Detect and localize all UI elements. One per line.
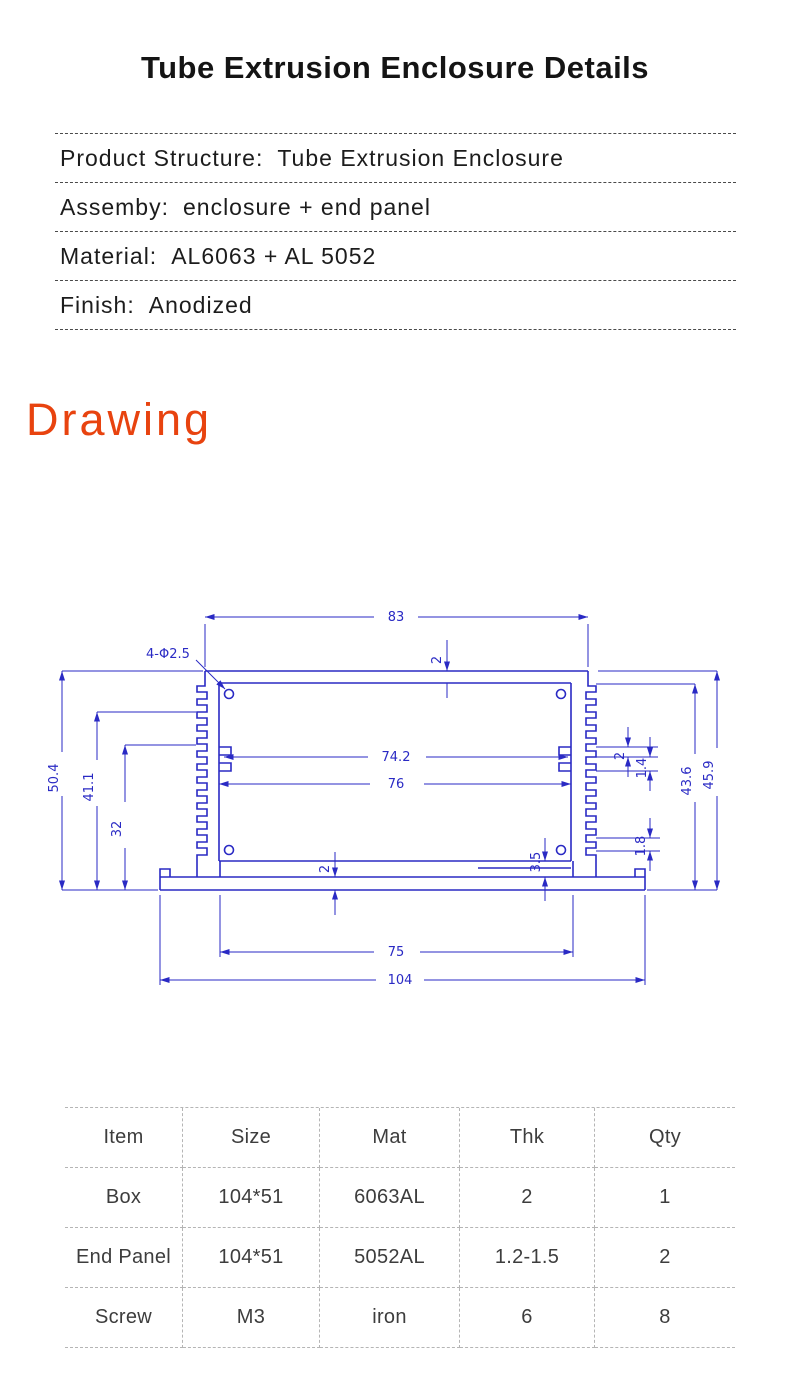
technical-drawing: 83 4-Φ2.5 2 50.4 41.1 32 74.2 76 2 1.4 4… [47, 610, 720, 988]
dim-label-inner-width-1: 74.2 [382, 750, 411, 765]
dimension-lines [59, 614, 720, 985]
section-heading-drawing: Drawing [26, 394, 213, 445]
dim-label-fin-pitch: 2 [613, 752, 628, 760]
table-cell: Box [65, 1168, 183, 1228]
table-cell: 104*51 [183, 1228, 320, 1288]
dim-label-base-thickness: 2 [318, 865, 333, 873]
dim-label-right-height-outer: 45.9 [702, 761, 717, 790]
table-cell: 104*51 [183, 1168, 320, 1228]
table-cell: 6 [460, 1288, 595, 1348]
enclosure-profile [159, 670, 646, 891]
spec-label: Finish: [60, 291, 135, 318]
table-cell: 1.2-1.5 [460, 1228, 595, 1288]
dimension-labels: 83 4-Φ2.5 2 50.4 41.1 32 74.2 76 2 1.4 4… [47, 610, 717, 988]
spec-list: Product Structure: Tube Extrusion Enclos… [55, 133, 736, 330]
page-title: Tube Extrusion Enclosure Details [140, 50, 650, 85]
dim-label-inner-width-2: 76 [388, 777, 405, 792]
table-cell: End Panel [65, 1228, 183, 1288]
dim-label-corner-holes: 4-Φ2.5 [146, 647, 190, 662]
parts-table: Item Size Mat Thk Qty Box 104*51 6063AL … [65, 1107, 735, 1348]
table-header-qty: Qty [595, 1108, 735, 1168]
table-cell: 6063AL [320, 1168, 460, 1228]
spec-value: Anodized [148, 291, 253, 318]
spec-label: Assemby: [60, 193, 169, 220]
dim-label-fin-height: 41.1 [82, 773, 97, 802]
dim-label-inner-height: 32 [110, 821, 125, 838]
spec-row-product-structure: Product Structure: Tube Extrusion Enclos… [55, 134, 736, 183]
table-cell: 2 [460, 1168, 595, 1228]
dim-label-overall-height: 50.4 [47, 764, 62, 793]
spec-label: Material: [60, 242, 158, 269]
table-header-size: Size [183, 1108, 320, 1168]
dim-label-right-height-inner: 43.6 [680, 767, 695, 796]
dim-label-top-width: 83 [388, 610, 405, 625]
table-header-mat: Mat [320, 1108, 460, 1168]
dim-label-foot-span: 75 [388, 945, 405, 960]
table-cell: M3 [183, 1288, 320, 1348]
table-header-item: Item [65, 1108, 183, 1168]
table-cell: 1 [595, 1168, 735, 1228]
spec-row-finish: Finish: Anodized [55, 281, 736, 330]
table-cell: iron [320, 1288, 460, 1348]
spec-value: AL6063 + AL 5052 [171, 242, 377, 269]
dim-label-fin-gap: 1.4 [635, 758, 650, 779]
table-cell: 8 [595, 1288, 735, 1348]
spec-value: Tube Extrusion Enclosure [277, 144, 564, 171]
dim-label-overall-width: 104 [388, 973, 413, 988]
dim-label-top-thickness: 2 [430, 656, 445, 664]
spec-row-material: Material: AL6063 + AL 5052 [55, 232, 736, 281]
spec-row-assembly: Assemby: enclosure + end panel [55, 183, 736, 232]
table-cell: Screw [65, 1288, 183, 1348]
dim-label-base-step: 3.5 [529, 852, 544, 873]
table-header-thk: Thk [460, 1108, 595, 1168]
table-cell: 2 [595, 1228, 735, 1288]
table-cell: 5052AL [320, 1228, 460, 1288]
spec-label: Product Structure: [60, 144, 264, 171]
dim-label-right-step: 1.8 [634, 836, 649, 857]
spec-value: enclosure + end panel [182, 193, 431, 220]
